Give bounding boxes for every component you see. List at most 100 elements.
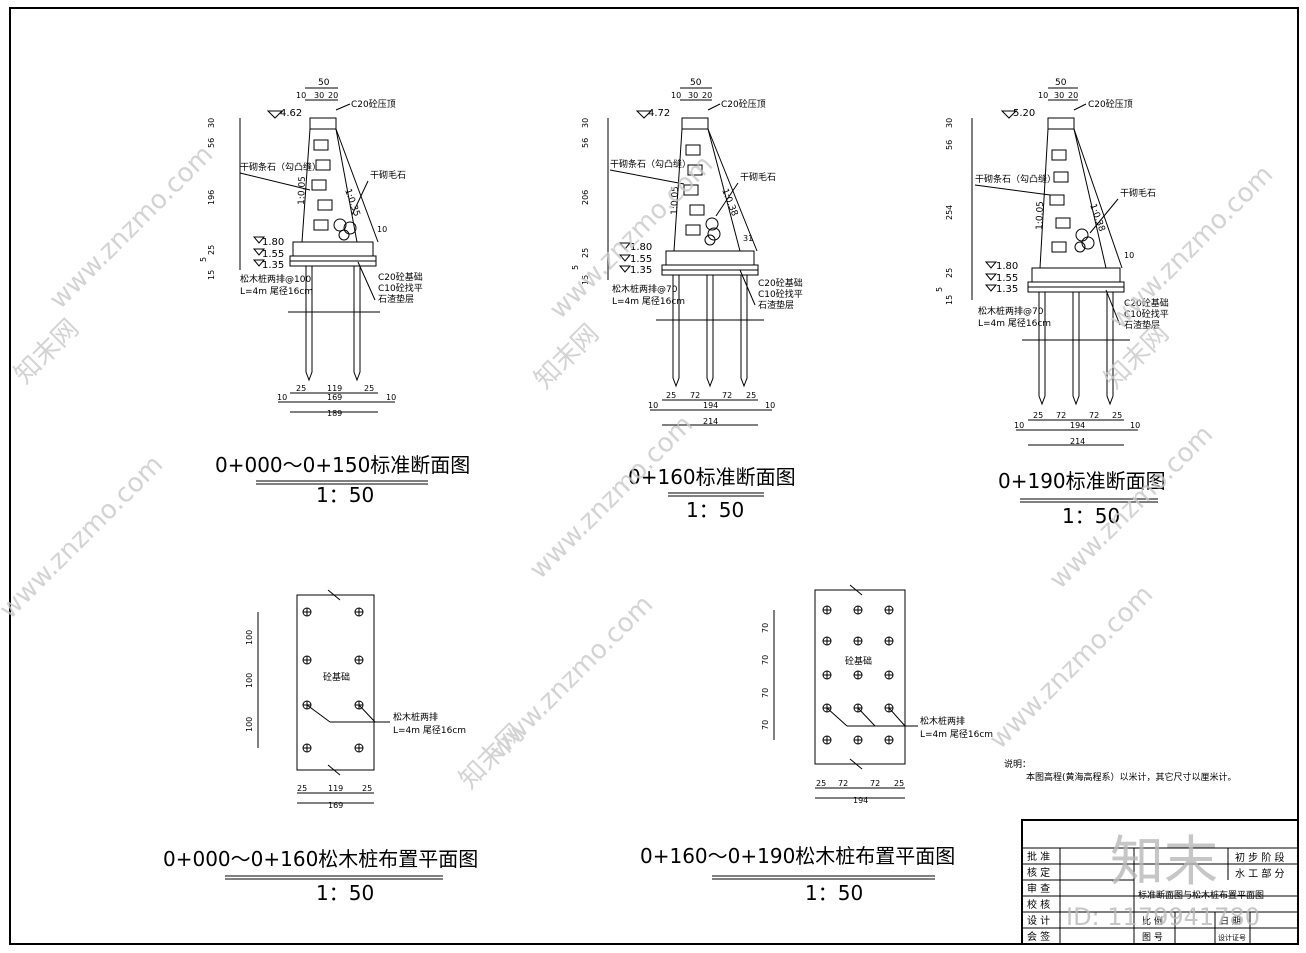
s3-dim-top-50: 50	[1055, 78, 1067, 88]
s3-slope-right: 1:0.38	[1087, 203, 1106, 234]
plan1-dim-bot-169: 169	[328, 801, 343, 810]
s2-title: 0+160标准断面图	[628, 465, 796, 489]
tb-role-5: 设 计	[1027, 914, 1050, 927]
tb-cert-label: 设计证号	[1218, 933, 1246, 942]
s3-dim-left-30: 30	[945, 118, 954, 128]
section-3: 50 10 30 20 5.20 C20砼压顶 1:0.05 1:0.38 干砌…	[935, 78, 1169, 528]
plan1-dim-left-3: 100	[245, 717, 254, 732]
plan2-dim-left-2: 70	[761, 655, 770, 665]
s3-callout-base-1: C20砼基础	[1124, 297, 1169, 309]
plan1-dim-bot-25b: 25	[362, 784, 372, 793]
s2-dim-bot-72a: 72	[690, 391, 700, 400]
tb-drawing-title: 标准断面图与松木桩布置平面图	[1138, 889, 1264, 901]
watermark-id: ID: 1179941780	[1066, 903, 1260, 931]
s3-dim-bot-25b: 25	[1112, 411, 1122, 420]
s1-slope-right: 1:0.35	[342, 188, 361, 218]
s2-pile-note-1: 松木桩两排@70	[612, 283, 678, 295]
s2-level-1: 1.80	[630, 242, 652, 253]
s1-callout-base-3: 石渣垫层	[378, 293, 414, 305]
tb-date-label: 日 期	[1220, 916, 1241, 927]
s2-callout-base-3: 石渣垫层	[758, 299, 794, 311]
s1-dim-left-15: 15	[207, 270, 216, 280]
s1-title: 0+000～0+150标准断面图	[215, 453, 470, 477]
watermark-site-6: www.znzmo.com	[984, 580, 1159, 755]
s2-pile-note-2: L=4m 尾径16cm	[612, 295, 685, 307]
s2-dim-left-25: 25	[581, 248, 590, 258]
s2-callout-right: 干砌毛石	[740, 171, 776, 183]
notes-heading: 说明：	[1004, 758, 1031, 770]
s1-dim-left-25: 25	[207, 245, 216, 255]
s1-dim-bot-169: 169	[327, 393, 342, 402]
plan2-dim-left-3: 70	[761, 688, 770, 698]
s1-level-3: 1.35	[262, 260, 284, 271]
s3-dim-bot-194: 194	[1070, 421, 1085, 430]
s3-callout-base-2: C10砼找平	[1124, 308, 1169, 320]
s3-dim-left-15: 15	[945, 295, 954, 305]
plan2-title: 0+160～0+190松木桩布置平面图	[640, 844, 955, 868]
s1-dim-bot-25b: 25	[364, 384, 374, 393]
s3-dim-bot-214: 214	[1070, 437, 1085, 446]
watermark-logo: 知末	[1110, 830, 1218, 893]
s1-level-2: 1.55	[262, 249, 284, 260]
s1-side-dim: 10	[377, 225, 387, 234]
s3-level-1: 1.80	[996, 261, 1018, 272]
s2-callout-base-2: C10砼找平	[758, 288, 803, 300]
plan2-dim-bot-194: 194	[853, 796, 868, 805]
s3-dim-bot-10b: 10	[1130, 421, 1140, 430]
watermark-site-3: www.znzmo.com	[1104, 160, 1279, 335]
tb-stage: 初 步 阶 段	[1235, 851, 1285, 864]
s2-callout-base-1: C20砼基础	[758, 277, 803, 289]
tb-part: 水 工 部 分	[1235, 867, 1285, 880]
s1-callout-left: 干砌条石（勾凸缝）	[240, 161, 321, 173]
watermark-brand-1: 知末网	[9, 314, 85, 390]
s1-dim-top-10: 10	[296, 91, 306, 100]
s2-dim-top-50: 50	[690, 78, 702, 88]
plan2-dim-bot-25a: 25	[816, 779, 826, 788]
s3-dim-top-30: 30	[1054, 91, 1064, 100]
s3-dim-left-5: 5	[935, 287, 944, 292]
plan2-scale: 1：50	[805, 881, 863, 905]
watermark-site-7: www.znzmo.com	[524, 410, 699, 585]
s3-dim-left-254: 254	[945, 205, 954, 220]
s2-dim-top-10: 10	[671, 91, 681, 100]
s1-elev-top: 4.62	[280, 108, 302, 119]
s3-dim-left-56: 56	[945, 140, 954, 150]
s1-callout-base-2: C10砼找平	[378, 282, 423, 294]
s2-callout-left: 干砌条石（勾凸缝）	[610, 158, 691, 170]
s1-dim-bot-119: 119	[327, 384, 342, 393]
s2-dim-bot-10a: 10	[648, 401, 658, 410]
s3-dim-bot-10a: 10	[1014, 421, 1024, 430]
s2-level-3: 1.35	[630, 265, 652, 276]
tb-drawing-no-label: 图 号	[1142, 932, 1163, 943]
plan1-dim-bot-119: 119	[328, 784, 343, 793]
plan2-dim-bot-72b: 72	[870, 779, 880, 788]
watermark-site-1: www.znzmo.com	[44, 140, 219, 315]
tb-role-4: 校 核	[1027, 898, 1050, 911]
s1-callout-top: C20砼压顶	[351, 98, 396, 110]
s2-slope-right: 1:0.38	[719, 187, 739, 218]
tb-role-3: 审 查	[1027, 882, 1050, 895]
plan1-label: 砼基础	[323, 671, 350, 683]
s3-callout-left: 干砌条石（勾凸缝）	[975, 173, 1056, 185]
tb-scale-label: 比 例	[1142, 915, 1163, 927]
s3-callout-base-3: 石渣垫层	[1124, 319, 1160, 331]
s1-callout-base-1: C20砼基础	[378, 271, 423, 283]
plan2-dim-bot-25b: 25	[894, 779, 904, 788]
s3-title: 0+190标准断面图	[998, 469, 1166, 493]
s3-dim-left-25: 25	[945, 268, 954, 278]
tb-role-1: 批 准	[1027, 850, 1050, 863]
s2-level-2: 1.55	[630, 254, 652, 265]
s2-dim-bot-25b: 25	[746, 391, 756, 400]
s3-elev-top: 5.20	[1013, 108, 1035, 119]
s1-dim-left-5: 5	[199, 257, 208, 262]
plan2-pile-note-2: L=4m 尾径16cm	[920, 728, 993, 740]
s2-callout-top: C20砼压顶	[721, 98, 766, 110]
s1-pile-note-2: L=4m 尾径16cm	[240, 285, 313, 297]
plan2-pile-note-1: 松木桩两排	[920, 715, 965, 727]
s3-pile-note-1: 松木桩两排@70	[978, 305, 1044, 317]
section-2: 50 10 30 20 4.72 C20砼压顶 1:0.05 1:0.38 干砌…	[571, 78, 803, 522]
plan1-pile-note-1: 松木桩两排	[393, 711, 438, 723]
s2-elev-top: 4.72	[648, 108, 670, 119]
plan2-dim-left-4: 70	[761, 720, 770, 730]
